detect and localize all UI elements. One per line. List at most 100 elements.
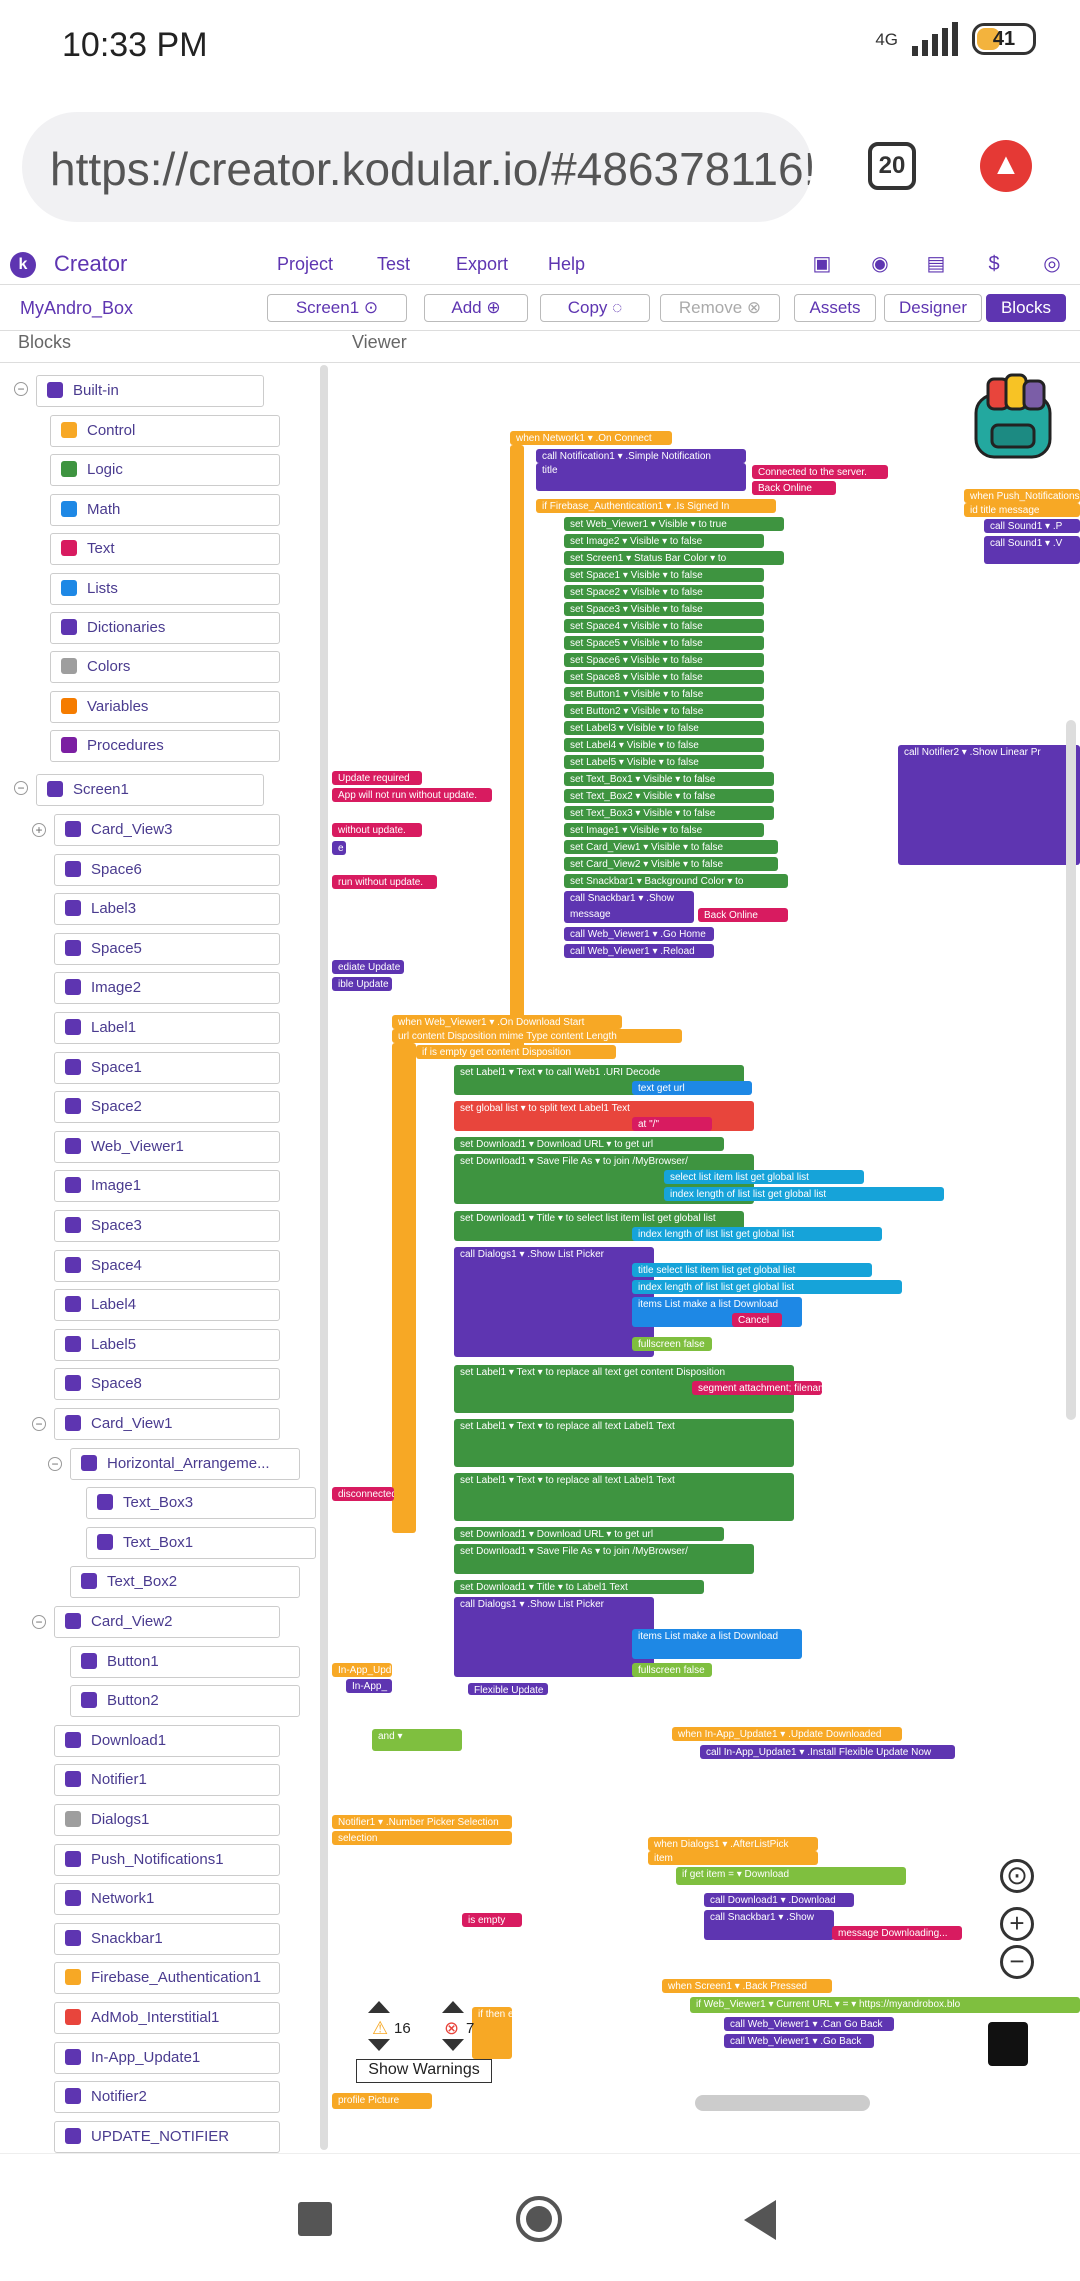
kodular-logo-icon[interactable]: k	[10, 252, 36, 278]
tree-builtin-item[interactable]: Colors	[50, 651, 280, 684]
code-block[interactable]: set Label3 ▾ Visible ▾ to false	[564, 721, 764, 735]
code-block[interactable]: when Push_Notifications1	[964, 489, 1080, 503]
trash-icon[interactable]	[988, 2022, 1028, 2066]
code-block[interactable]: title	[536, 463, 746, 491]
code-block[interactable]: fullscreen false	[632, 1337, 712, 1351]
folder-icon[interactable]: ▣	[812, 253, 832, 275]
tree-toggle[interactable]: −	[48, 1456, 62, 1471]
tree-component-item[interactable]: Network1	[54, 1883, 280, 1916]
tree-screen[interactable]: Screen1	[36, 774, 264, 806]
code-block[interactable]: call Dialogs1 ▾ .Show List Picker	[454, 1247, 654, 1357]
tree-component-item[interactable]: Button1	[70, 1645, 300, 1678]
code-block[interactable]: item	[648, 1851, 818, 1865]
blocks-button[interactable]: Blocks	[986, 294, 1066, 322]
screen-toggle[interactable]: −	[14, 781, 28, 795]
code-block[interactable]: set Text_Box3 ▾ Visible ▾ to false	[564, 806, 774, 820]
code-block[interactable]: set Text_Box2 ▾ Visible ▾ to false	[564, 789, 774, 803]
tree-component-item[interactable]: Space6	[54, 853, 280, 886]
code-block[interactable]: text get url	[632, 1081, 752, 1095]
tree-component-item[interactable]: Dialogs1	[54, 1804, 280, 1836]
code-block[interactable]: Update required	[332, 771, 422, 785]
add-button[interactable]: Add ⊕	[424, 294, 528, 322]
code-block[interactable]: call Web_Viewer1 ▾ .Reload	[564, 944, 714, 958]
code-block[interactable]: Notifier1 ▾ .Number Picker Selection	[332, 1815, 512, 1829]
code-block[interactable]: disconnected	[332, 1487, 394, 1501]
tree-builtin[interactable]: Built-in	[36, 375, 264, 407]
code-block[interactable]: set Space2 ▾ Visible ▾ to false	[564, 585, 764, 599]
code-block[interactable]	[510, 445, 524, 1055]
tree-toggle[interactable]: +	[32, 823, 46, 837]
code-block[interactable]: fullscreen false	[632, 1663, 712, 1677]
code-block[interactable]: call Sound1 ▾ .V	[984, 536, 1080, 564]
code-block[interactable]: set Space5 ▾ Visible ▾ to false	[564, 636, 764, 650]
tree-component-item[interactable]: Space5	[54, 932, 280, 965]
code-block[interactable]: call Notifier2 ▾ .Show Linear Pr	[898, 745, 1080, 865]
code-block[interactable]: when In-App_Update1 ▾ .Update Downloaded	[672, 1727, 902, 1741]
code-block[interactable]: set Label5 ▾ Visible ▾ to false	[564, 755, 764, 769]
tree-component-item[interactable]: Space8	[54, 1368, 280, 1401]
tree-component-item[interactable]: Image2	[54, 972, 280, 1005]
code-block[interactable]: when Web_Viewer1 ▾ .On Download Start	[392, 1015, 622, 1029]
tree-toggle[interactable]: −	[32, 1417, 46, 1431]
code-block[interactable]: without update.	[332, 823, 422, 837]
tree-builtin-item[interactable]: Lists	[50, 572, 280, 605]
code-block[interactable]: set Snackbar1 ▾ Background Color ▾ to	[564, 874, 788, 888]
code-block[interactable]: message	[564, 907, 694, 921]
tree-component-item[interactable]: Text_Box1	[86, 1526, 316, 1559]
upload-icon[interactable]: ▲	[980, 140, 1032, 192]
code-block[interactable]: and ▾	[372, 1729, 462, 1751]
code-block[interactable]: set Space4 ▾ Visible ▾ to false	[564, 619, 764, 633]
zoom-in-icon[interactable]: +	[1000, 1907, 1034, 1941]
tree-component-item[interactable]: Text_Box2	[70, 1566, 300, 1599]
code-block[interactable]: set Image1 ▾ Visible ▾ to false	[564, 823, 764, 837]
docs-icon[interactable]: ▤	[926, 253, 946, 275]
assets-button[interactable]: Assets	[794, 294, 876, 322]
tree-builtin-item[interactable]: Control	[50, 415, 280, 447]
code-block[interactable]: set Screen1 ▾ Status Bar Color ▾ to	[564, 551, 784, 565]
errors-up-icon[interactable]	[442, 2001, 464, 2013]
code-block[interactable]: Flexible Update	[468, 1683, 548, 1695]
errors-down-icon[interactable]	[442, 2039, 464, 2051]
code-block[interactable]: ediate Update	[332, 960, 404, 974]
tree-component-item[interactable]: Card_View1	[54, 1408, 280, 1440]
code-block[interactable]: set Download1 ▾ Title ▾ to Label1 Text	[454, 1580, 704, 1594]
code-block[interactable]: set Space1 ▾ Visible ▾ to false	[564, 568, 764, 582]
tree-builtin-item[interactable]: Procedures	[50, 730, 280, 763]
account-icon[interactable]: ◎	[1043, 253, 1061, 275]
code-block[interactable]: url content Disposition mime Type conten…	[392, 1029, 682, 1043]
tree-scrollbar[interactable]	[320, 365, 328, 2150]
code-block[interactable]: selection	[332, 1831, 512, 1845]
recents-icon[interactable]	[298, 2202, 332, 2236]
tree-component-item[interactable]: Space2	[54, 1091, 280, 1124]
code-block[interactable]	[392, 1043, 416, 1533]
code-block[interactable]: call Notification1 ▾ .Simple Notificatio…	[536, 449, 746, 463]
menu-export[interactable]: Export	[456, 254, 509, 274]
code-block[interactable]: segment attachment; filename=	[692, 1381, 822, 1395]
code-block[interactable]: set Web_Viewer1 ▾ Visible ▾ to true	[564, 517, 784, 531]
menu-help[interactable]: Help	[548, 254, 586, 274]
code-block[interactable]: set Label1 ▾ Text ▾ to replace all text …	[454, 1419, 794, 1467]
tree-component-item[interactable]: Space3	[54, 1210, 280, 1242]
code-block[interactable]: App will not run without update.	[332, 788, 492, 802]
tree-component-item[interactable]: Button2	[70, 1685, 300, 1718]
tree-component-item[interactable]: Card_View2	[54, 1606, 280, 1638]
tree-builtin-item[interactable]: Dictionaries	[50, 612, 280, 644]
code-block[interactable]: In-App_Upd	[332, 1663, 392, 1677]
tree-component-item[interactable]: Horizontal_Arrangeme...	[70, 1447, 300, 1480]
tree-component-item[interactable]: Firebase_Authentication1	[54, 1962, 280, 1995]
code-block[interactable]: set Button1 ▾ Visible ▾ to false	[564, 687, 764, 701]
tree-component-item[interactable]: Push_Notifications1	[54, 1843, 280, 1876]
tree-builtin-item[interactable]: Math	[50, 493, 280, 526]
code-block[interactable]: title select list item list get global l…	[632, 1263, 872, 1277]
code-block[interactable]: items List make a list Download	[632, 1629, 802, 1659]
tree-component-item[interactable]: AdMob_Interstitial1	[54, 2002, 280, 2034]
tree-component-item[interactable]: Space1	[54, 1051, 280, 1084]
code-block[interactable]: set Download1 ▾ Download URL ▾ to get ur…	[454, 1137, 724, 1151]
show-warnings-button[interactable]: Show Warnings	[356, 2059, 492, 2083]
zoom-out-icon[interactable]: −	[1000, 1945, 1034, 1979]
menu-project[interactable]: Project	[277, 254, 334, 274]
tree-component-item[interactable]: Label1	[54, 1012, 280, 1044]
viewer-horizontal-scrollbar[interactable]	[695, 2095, 870, 2111]
code-block[interactable]: index length of list list get global lis…	[664, 1187, 944, 1201]
code-block[interactable]: is empty	[462, 1913, 522, 1927]
